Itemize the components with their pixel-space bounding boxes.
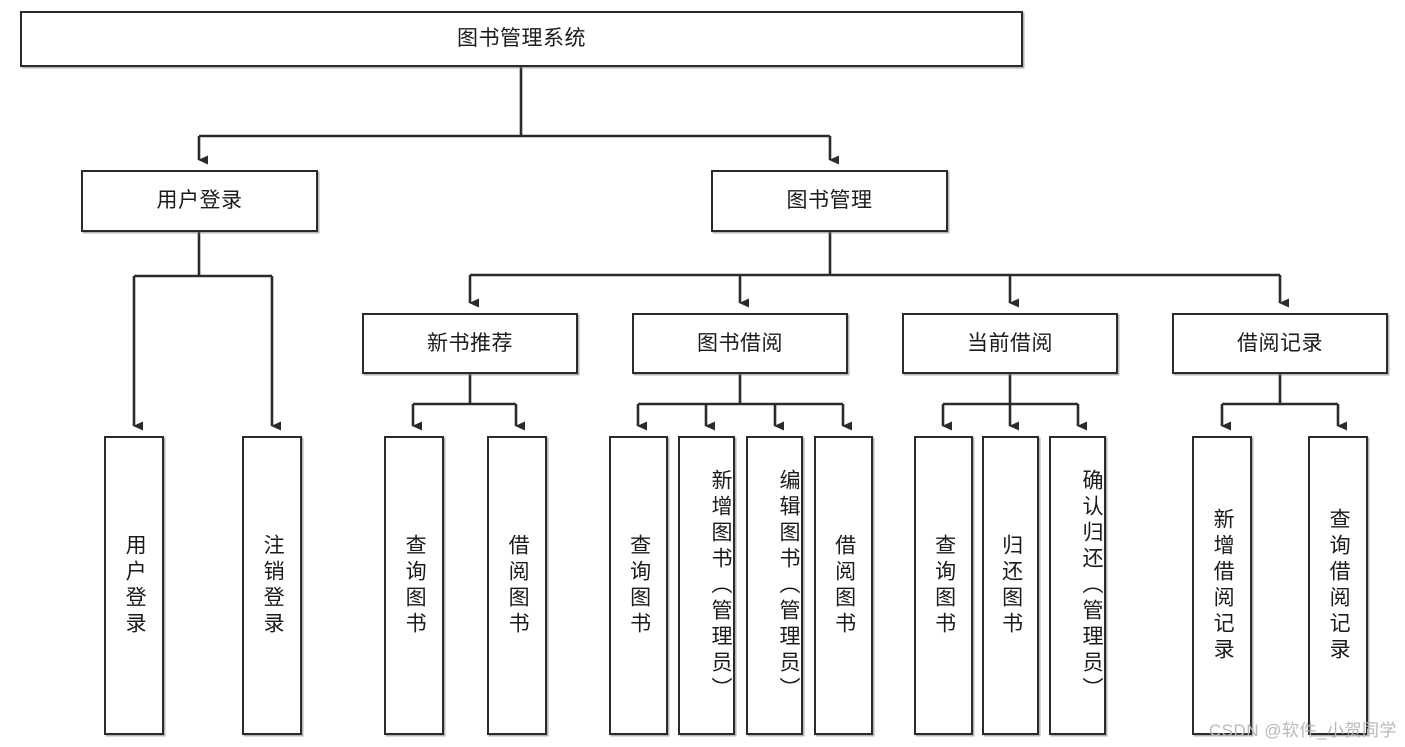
node-label: 新增借阅记录 [1211,507,1235,664]
leaf-edit-book[interactable]: 编辑图书（管理员） [746,436,803,735]
leaf-confirm-return[interactable]: 确认归还（管理员） [1049,436,1106,735]
leaf-query-book-borrow[interactable]: 查询图书 [609,436,668,735]
node-label: 借阅图书 [832,533,856,638]
node-label: 查询图书 [932,533,956,638]
node-label: 新书推荐 [427,331,513,355]
leaf-query-book-recommend[interactable]: 查询图书 [384,436,444,735]
node-label: 查询图书 [627,533,651,638]
node-label: 借阅图书 [506,533,530,638]
leaf-query-book-current[interactable]: 查询图书 [914,436,973,735]
node-book-management[interactable]: 图书管理 [711,170,948,232]
node-user-login[interactable]: 用户登录 [81,170,318,232]
node-label: 借阅记录 [1237,331,1323,355]
node-root-book-management-system[interactable]: 图书管理系统 [20,11,1023,67]
node-current-borrow[interactable]: 当前借阅 [902,313,1118,374]
node-label: 用户登录 [123,533,147,638]
leaf-return-book[interactable]: 归还图书 [982,436,1039,735]
node-new-book-recommend[interactable]: 新书推荐 [362,313,578,374]
leaf-query-borrow-record[interactable]: 查询借阅记录 [1308,436,1368,735]
node-book-borrow[interactable]: 图书借阅 [632,313,848,374]
node-label: 注销登录 [261,533,285,638]
leaf-add-book[interactable]: 新增图书（管理员） [678,436,735,735]
leaf-user-login[interactable]: 用户登录 [104,436,164,735]
node-borrow-record[interactable]: 借阅记录 [1172,313,1388,374]
node-label: 编辑图书（管理员） [777,468,800,703]
leaf-user-logout[interactable]: 注销登录 [242,436,302,735]
watermark-text: CSDN @软件_小贺同学 [1208,721,1397,740]
node-label: 图书管理系统 [457,27,586,51]
node-label: 查询图书 [403,533,427,638]
leaf-borrow-book-recommend[interactable]: 借阅图书 [487,436,547,735]
leaf-borrow-book[interactable]: 借阅图书 [814,436,873,735]
node-label: 查询借阅记录 [1327,507,1351,664]
node-label: 新增图书（管理员） [709,468,732,703]
node-label: 图书借阅 [697,331,783,355]
node-label: 当前借阅 [967,331,1053,355]
node-label: 图书管理 [786,189,873,213]
leaf-add-borrow-record[interactable]: 新增借阅记录 [1192,436,1252,735]
node-label: 用户登录 [156,189,243,213]
node-label: 确认归还（管理员） [1080,468,1103,703]
node-label: 归还图书 [999,533,1023,638]
